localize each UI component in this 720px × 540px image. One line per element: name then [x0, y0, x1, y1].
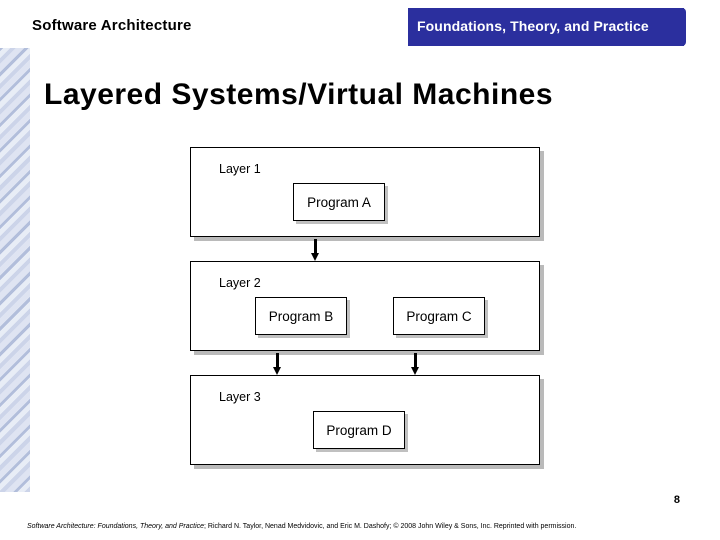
- layer-box-2: Layer 2 Program B Program C: [190, 261, 540, 351]
- arrow-programb-to-layer3-icon: [273, 353, 282, 375]
- arrow-shaft: [276, 353, 279, 367]
- page-number: 8: [673, 494, 680, 506]
- layer-box-3: Layer 3 Program D: [190, 375, 540, 465]
- layer-label-2: Layer 2: [219, 276, 261, 290]
- arrow-head: [411, 367, 419, 375]
- layer-box-1: Layer 1 Program A: [190, 147, 540, 237]
- arrow-shaft: [414, 353, 417, 367]
- layer-label-1: Layer 1: [219, 162, 261, 176]
- arrow-head: [311, 253, 319, 261]
- program-box-c: Program C: [393, 297, 485, 335]
- arrow-head: [273, 367, 281, 375]
- page-title: Layered Systems/Virtual Machines: [44, 78, 554, 111]
- layer-label-3: Layer 3: [219, 390, 261, 404]
- header-subtitle: Foundations, Theory, and Practice: [417, 18, 649, 34]
- arrow-layer1-to-layer2-icon: [311, 239, 320, 261]
- header-right-background: [408, 8, 684, 46]
- program-box-a: Program A: [293, 183, 385, 221]
- slide-header: Software Architecture Foundations, Theor…: [0, 8, 720, 46]
- layered-system-diagram: Layer 1 Program A Layer 2 Program B Prog…: [168, 133, 552, 481]
- header-title: Software Architecture: [32, 17, 192, 34]
- arrow-shaft: [314, 239, 317, 253]
- header-left-background: [0, 8, 408, 46]
- left-decorative-strip: [0, 48, 30, 492]
- arrow-programc-to-layer3-icon: [411, 353, 420, 375]
- footer-citation-rest: ; Richard N. Taylor, Nenad Medvidovic, a…: [204, 523, 577, 530]
- program-box-b: Program B: [255, 297, 347, 335]
- program-box-d: Program D: [313, 411, 405, 449]
- footer-citation-title: Software Architecture: Foundations, Theo…: [27, 523, 205, 530]
- header-right-background-cap: [676, 8, 686, 46]
- footer-citation: Software Architecture: Foundations, Theo…: [27, 523, 707, 530]
